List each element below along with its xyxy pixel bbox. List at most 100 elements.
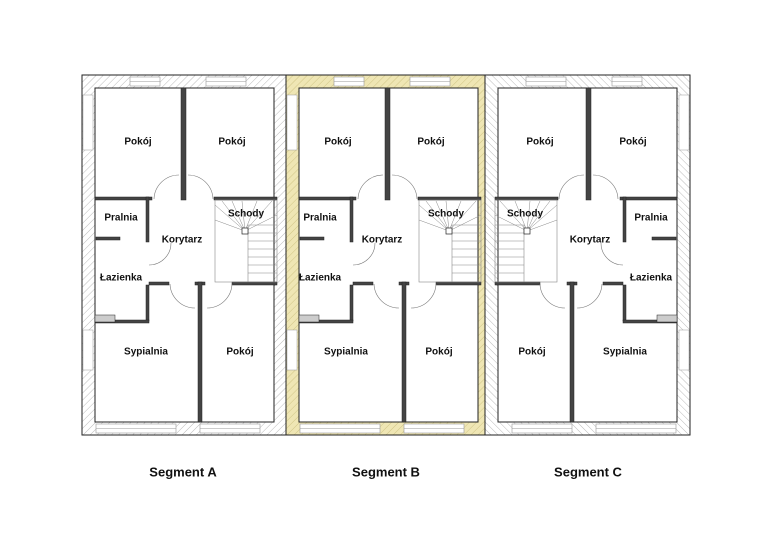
room-label-pokoj: Pokój	[324, 136, 352, 148]
stair-winder	[244, 200, 273, 232]
door-swing	[148, 242, 172, 266]
window	[286, 94, 298, 151]
segment-2	[484, 74, 691, 436]
interior-wall	[231, 281, 278, 286]
window	[678, 94, 690, 151]
room-label-pokoj: Pokój	[417, 136, 445, 148]
segment-a-title: Segment A	[149, 464, 217, 480]
stair-winder	[221, 200, 246, 232]
stair-winder	[526, 204, 558, 232]
room-label-korytarz: Korytarz	[569, 234, 611, 246]
interior-wall	[569, 281, 575, 423]
door-swing	[391, 174, 418, 200]
interior-wall	[197, 281, 203, 423]
stair-winder	[418, 219, 450, 232]
room-label-lazienka: Łazienka	[298, 272, 342, 284]
interior-wall	[145, 196, 150, 243]
room-label-pralnia: Pralnia	[303, 212, 337, 224]
radiator	[298, 314, 320, 323]
door-swing	[592, 174, 619, 200]
door-swing	[169, 283, 196, 309]
door-swing	[539, 283, 566, 309]
room-label-sypialnia: Sypialnia	[324, 346, 368, 358]
room-label-pralnia: Pralnia	[634, 212, 668, 224]
window	[286, 329, 298, 371]
room-label-pokoj: Pokój	[526, 136, 554, 148]
stair-winder	[448, 214, 482, 232]
room-label-pokoj: Pokój	[226, 346, 254, 358]
interior-wall	[417, 196, 482, 201]
stair-winder	[448, 200, 477, 232]
segment-b-title: Segment B	[352, 464, 420, 480]
interior-wall	[602, 281, 624, 286]
door-swing	[206, 283, 233, 309]
stair-winder	[514, 200, 528, 232]
stair-winder	[435, 200, 450, 232]
stairs	[494, 199, 558, 283]
door-swing	[600, 242, 624, 266]
stair-winder	[244, 200, 258, 232]
stair-newel	[523, 227, 531, 235]
room-label-pokoj: Pokój	[518, 346, 546, 358]
interior-wall	[180, 87, 187, 201]
stair-winder	[448, 200, 462, 232]
interior-wall	[94, 196, 153, 201]
door-swing	[352, 242, 376, 266]
interior-wall	[384, 87, 391, 201]
room-label-lazienka: Łazienka	[99, 272, 143, 284]
interior-wall	[148, 281, 170, 286]
interior-wall	[298, 196, 357, 201]
room-label-korytarz: Korytarz	[361, 234, 403, 246]
room-label-korytarz: Korytarz	[161, 234, 203, 246]
room-label-pralnia: Pralnia	[104, 212, 138, 224]
door-swing	[576, 283, 603, 309]
outer-wall	[484, 74, 691, 436]
stair-newel	[241, 227, 249, 235]
interior-wall	[619, 196, 678, 201]
interior-wall	[349, 284, 354, 322]
door-swing	[357, 174, 384, 200]
stair-winder	[214, 204, 246, 232]
stair-winder	[494, 214, 528, 232]
room-label-lazienka: Łazienka	[629, 272, 673, 284]
interior-wall	[95, 236, 121, 241]
door-swing	[410, 283, 437, 309]
stair-winder	[526, 219, 558, 232]
stair-winder	[526, 200, 551, 232]
interior-wall	[585, 87, 592, 201]
door-swing	[558, 174, 585, 200]
room-label-schody: Schody	[427, 208, 465, 220]
door-swing	[187, 174, 214, 200]
stair-winder	[526, 200, 531, 232]
stair-winder	[445, 200, 450, 232]
interior-wall	[145, 284, 150, 322]
interior-wall	[435, 281, 482, 286]
stair-winder	[526, 200, 541, 232]
interior-wall	[352, 281, 374, 286]
window	[82, 329, 94, 371]
segment-0	[81, 74, 288, 436]
radiator	[656, 314, 678, 323]
stair-winder	[499, 200, 528, 232]
interior-wall	[299, 236, 325, 241]
room-label-pokoj: Pokój	[619, 136, 647, 148]
segment-c-title: Segment C	[554, 464, 622, 480]
room-label-sypialnia: Sypialnia	[603, 346, 647, 358]
stair-winder	[244, 214, 278, 232]
stairs	[418, 199, 482, 283]
stair-winder	[214, 219, 246, 232]
interior-wall	[494, 281, 541, 286]
window	[678, 329, 690, 371]
room-label-pokoj: Pokój	[425, 346, 453, 358]
interior-wall	[622, 284, 627, 322]
room-label-pokoj: Pokój	[218, 136, 246, 148]
interior-wall	[213, 196, 278, 201]
window	[82, 94, 94, 151]
room-label-pokoj: Pokój	[124, 136, 152, 148]
radiator	[94, 314, 116, 323]
door-swing	[373, 283, 400, 309]
segment-1	[285, 74, 492, 436]
stair-newel	[445, 227, 453, 235]
interior-wall	[651, 236, 677, 241]
